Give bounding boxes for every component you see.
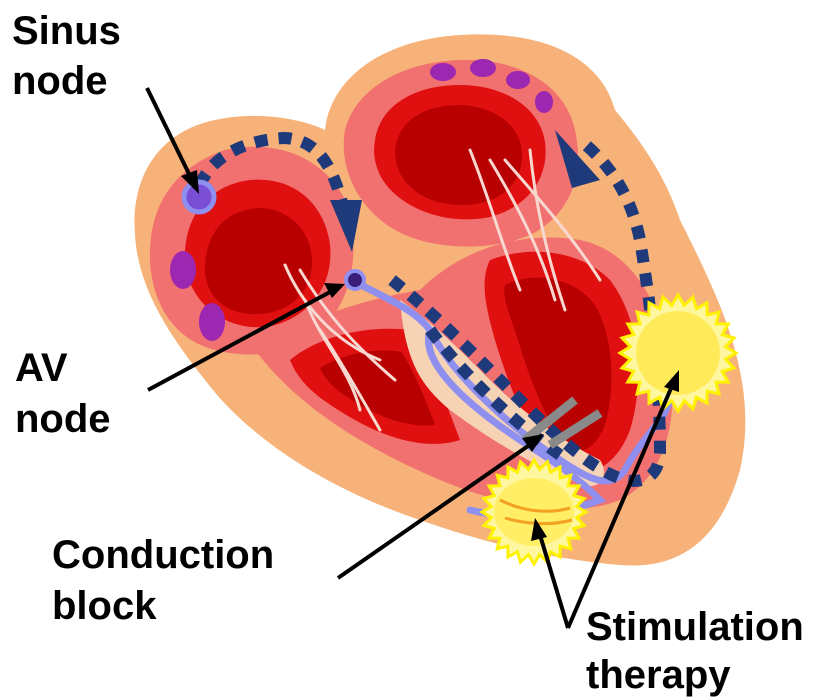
av-node-label-line2: node [15,396,111,442]
stimulation-site-apex [482,460,586,564]
stimulation-therapy-label-line2: therapy [586,652,731,698]
stimulation-site-lateral [620,295,736,411]
av-node-label-line1: AV [15,345,68,391]
av-node [346,271,364,289]
conduction-block-label-line1: Conduction [52,532,274,578]
sinus-node [184,182,214,212]
left-atrium-inner [395,105,522,205]
sinus-node-label-line2: node [12,58,108,104]
stimulation-therapy-label-line1: Stimulation [586,604,804,650]
sinus-node-label-line1: Sinus [12,8,121,54]
conduction-block-label-line2: block [52,583,156,629]
right-atrium-inner [205,208,312,314]
